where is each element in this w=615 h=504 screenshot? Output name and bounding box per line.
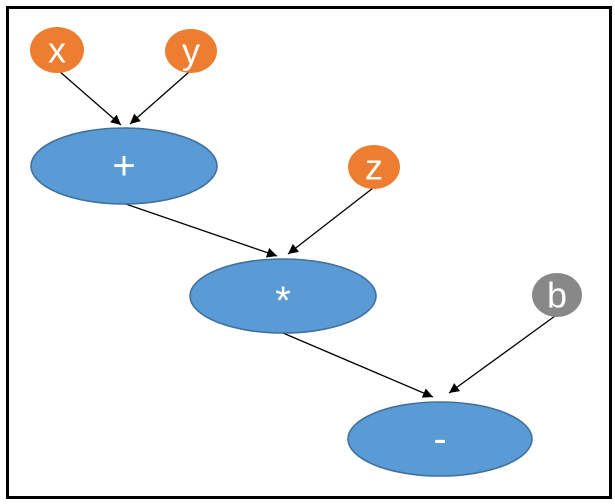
edge-plus-to-star bbox=[122, 202, 278, 258]
edge-y-to-plus bbox=[129, 71, 190, 125]
node-star: * bbox=[189, 258, 377, 334]
node-y-shape bbox=[165, 29, 217, 73]
node-x-label: x bbox=[48, 30, 66, 71]
figure-frame bbox=[6, 6, 612, 499]
node-minus: - bbox=[347, 401, 533, 477]
edge-z-to-star bbox=[287, 187, 374, 255]
node-minus-label: - bbox=[433, 417, 446, 461]
edge-b-to-minus bbox=[448, 315, 556, 394]
node-x: x bbox=[30, 27, 84, 73]
node-b-shape bbox=[532, 273, 582, 317]
node-y-label: y bbox=[182, 31, 200, 72]
node-y: y bbox=[165, 29, 217, 73]
node-z-label: z bbox=[365, 147, 383, 188]
node-b-label: b bbox=[547, 275, 567, 316]
node-minus-shape bbox=[347, 401, 533, 477]
node-star-label: * bbox=[275, 279, 291, 323]
edge-x-to-plus bbox=[58, 70, 122, 126]
node-z-shape bbox=[348, 145, 400, 189]
node-star-shape bbox=[189, 258, 377, 334]
node-plus: + bbox=[30, 127, 218, 205]
edge-star-to-minus bbox=[282, 332, 434, 398]
node-x-shape bbox=[30, 27, 84, 73]
node-plus-shape bbox=[30, 127, 218, 205]
node-z: z bbox=[348, 145, 400, 189]
node-b: b bbox=[532, 273, 582, 317]
node-plus-label: + bbox=[112, 144, 135, 188]
